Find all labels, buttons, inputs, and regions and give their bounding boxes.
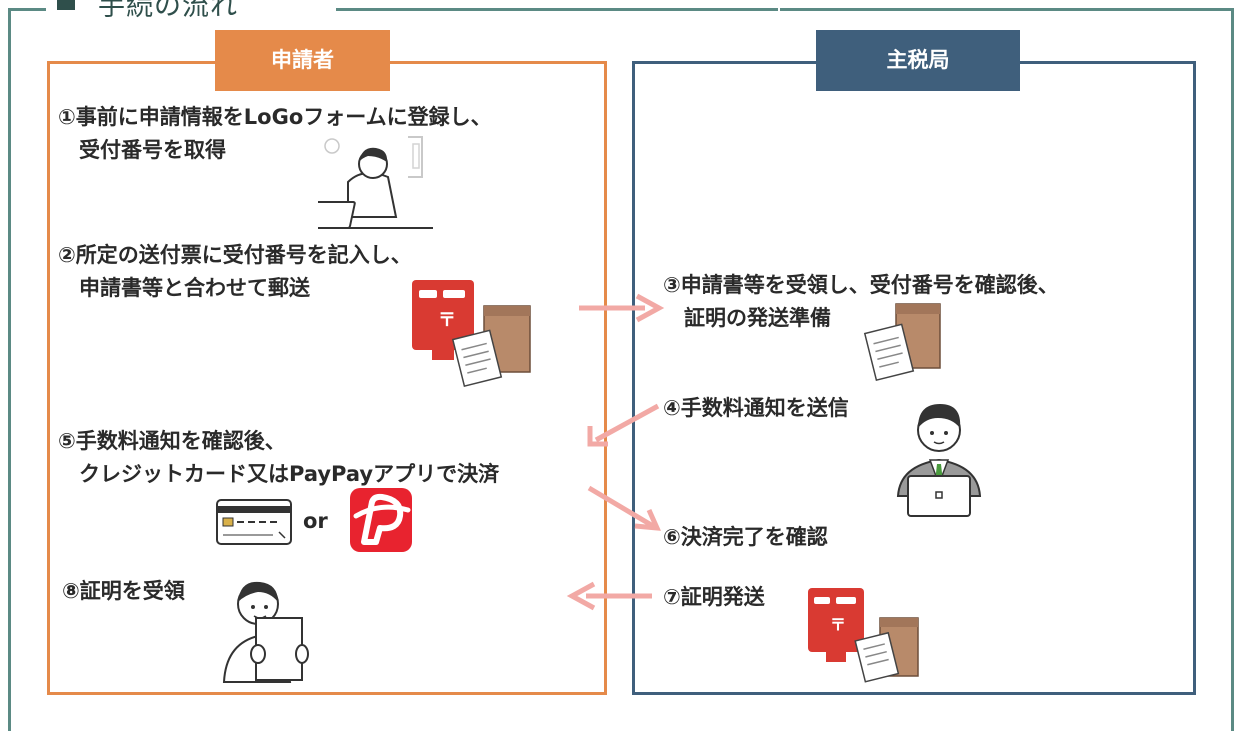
payment-or-label: or: [303, 509, 328, 533]
step-6-line-1: ⑥決済完了を確認: [663, 525, 828, 549]
step-2-line-2: 申請書等と合わせて郵送: [58, 276, 310, 300]
arrow-icon: [579, 293, 665, 323]
frame-border-top-right: [336, 8, 1234, 11]
step-3: ③申請書等を受領し、受付番号を確認後、 証明の発送準備: [663, 269, 1059, 335]
person-document-icon: [222, 581, 309, 683]
step-3-line-2: 証明の発送準備: [663, 306, 831, 330]
step-4: ④手数料通知を送信: [663, 392, 849, 425]
arrow-icon: [587, 403, 660, 447]
officer-laptop-icon: [896, 404, 982, 517]
step-5-line-2: クレジットカード又はPayPayアプリで決済: [58, 462, 500, 486]
document-icon: [854, 632, 900, 683]
tax-office-panel-label: 主税局: [816, 30, 1020, 91]
step-2-line-1: ②所定の送付票に受付番号を記入し、: [58, 243, 412, 267]
step-7-line-1: ⑦証明発送: [663, 585, 765, 609]
step-3-line-1: ③申請書等を受領し、受付番号を確認後、: [663, 273, 1059, 297]
frame-border-left: [8, 8, 11, 731]
step-4-line-1: ④手数料通知を送信: [663, 396, 849, 420]
step-7: ⑦証明発送: [663, 581, 765, 614]
frame-border-top-left: [8, 8, 46, 11]
credit-card-icon: [216, 499, 292, 545]
frame-border-right: [1231, 8, 1234, 731]
document-icon: [451, 329, 503, 388]
document-icon: [863, 323, 915, 382]
section-marker-icon: [57, 0, 75, 10]
paypay-logo-icon: [350, 488, 412, 552]
step-1-line-1: ①事前に申請情報をLoGoフォームに登録し、: [58, 105, 492, 129]
step-5: ⑤手数料通知を確認後、 クレジットカード又はPayPayアプリで決済: [58, 425, 499, 491]
applicant-panel-label: 申請者: [215, 30, 390, 91]
frame-border-gap: [778, 2, 780, 11]
step-5-line-1: ⑤手数料通知を確認後、: [58, 429, 286, 453]
step-1: ①事前に申請情報をLoGoフォームに登録し、 受付番号を取得: [58, 101, 492, 167]
person-laptop-icon: [318, 136, 433, 229]
svg-text:〒: 〒: [830, 615, 846, 634]
svg-text:〒: 〒: [438, 310, 456, 331]
step-2: ②所定の送付票に受付番号を記入し、 申請書等と合わせて郵送: [58, 239, 412, 305]
step-8-line-1: ⑧証明を受領: [62, 579, 185, 603]
step-1-line-2: 受付番号を取得: [58, 138, 226, 162]
section-title: 手続の流れ: [98, 0, 238, 22]
step-6: ⑥決済完了を確認: [663, 521, 828, 554]
step-8: ⑧証明を受領: [62, 575, 185, 608]
mailbox-icon: 〒: [808, 588, 864, 662]
mailbox-icon: 〒: [412, 280, 474, 360]
arrow-icon: [566, 581, 652, 611]
arrow-icon: [587, 485, 662, 531]
